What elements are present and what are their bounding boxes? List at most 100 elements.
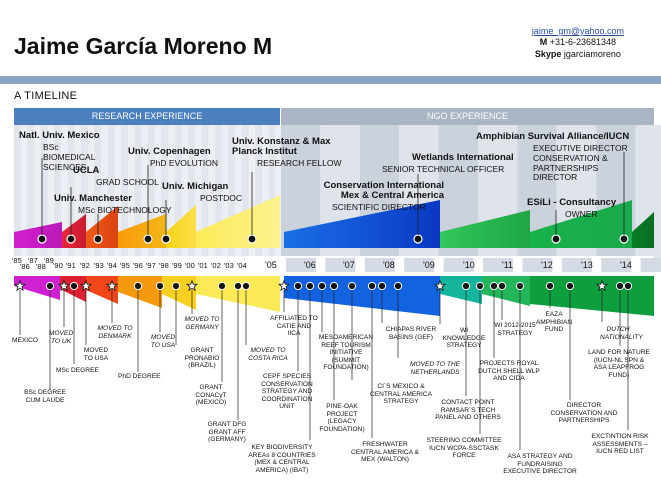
person-name: Jaime García Moreno M bbox=[14, 33, 273, 59]
background-stripe bbox=[107, 125, 115, 260]
year-92: '92 bbox=[80, 261, 90, 270]
milestone-marker bbox=[93, 234, 103, 244]
event-label: CEPF SPECIES CONSERVATION STRATEGY AND C… bbox=[261, 373, 313, 411]
timeline-title: A TIMELINE bbox=[14, 90, 78, 102]
event-label: DUTCH NATIONALITY bbox=[600, 326, 643, 341]
event-marker bbox=[317, 281, 327, 291]
ngo-section-header: NGO EXPERIENCE bbox=[281, 108, 654, 125]
year-12: '12 bbox=[541, 260, 553, 270]
institution-role: SENIOR TECHNICAL OFFICER bbox=[382, 163, 505, 174]
year-04: '04 bbox=[237, 261, 247, 270]
institution-role: MSc BIOTECHNOLOGY bbox=[78, 204, 172, 215]
year-05: '05 bbox=[265, 260, 277, 270]
background-stripe bbox=[188, 125, 195, 260]
event-label: MOVED TO GERMANY bbox=[184, 316, 220, 331]
background-stripe bbox=[14, 125, 21, 260]
skype-line: Skype jgarciamoreno bbox=[532, 49, 624, 60]
year-01: '01 bbox=[198, 261, 208, 270]
event-label: STEERING COMMITTEE IUCN WCPA-SSCTASK FOR… bbox=[426, 437, 502, 460]
event-star-marker bbox=[186, 279, 198, 292]
skype-label: Skype bbox=[534, 48, 562, 59]
timeline-segment-top bbox=[118, 214, 166, 248]
event-label: WI 2012-2015 STRATEGY bbox=[494, 322, 536, 337]
event-label: PINE-OAK PROJECT (LEGACY FOUNDATION) bbox=[319, 403, 365, 433]
event-marker bbox=[217, 281, 227, 291]
background-stripe bbox=[54, 125, 61, 260]
institution-name: Conservation International Mex & Central… bbox=[323, 180, 444, 201]
phone-label: M bbox=[539, 37, 548, 48]
timeline-segment-bottom bbox=[118, 276, 162, 308]
event-label: KEY BIODIVERSITY AREAs 8 COUNTRIES (MEX … bbox=[248, 444, 316, 474]
event-star-marker bbox=[14, 279, 26, 292]
event-marker bbox=[347, 281, 357, 291]
event-star-marker bbox=[80, 279, 92, 292]
institution-name: Univ. Manchester bbox=[54, 193, 132, 204]
event-label: ASA STRATEGY AND FUNDRAISING EXECUTIVE D… bbox=[503, 453, 577, 476]
institution-role: GRAD SCHOOL bbox=[96, 176, 159, 187]
event-marker bbox=[367, 281, 377, 291]
event-label: CI´S MEXICO & CENTRAL AMERICA STRATEGY bbox=[369, 383, 433, 406]
institution-role: SCIENTIFIC DIRECTOR bbox=[332, 201, 426, 212]
year-03: '03 bbox=[224, 261, 234, 270]
event-label: DIRECTOR CONSERVATION AND PARTNERSHIPS bbox=[550, 402, 618, 425]
event-label: EAZA AMPHIBIAN FUND bbox=[535, 311, 573, 334]
background-stripe bbox=[27, 125, 35, 260]
event-marker bbox=[329, 281, 339, 291]
event-marker bbox=[393, 281, 403, 291]
timeline-segment-bottom bbox=[14, 276, 60, 300]
background-stripe bbox=[94, 125, 102, 260]
institution-amphibian-survival-alliance: Amphibian Survival Alliance/IUCN EXECUTI… bbox=[476, 132, 633, 183]
event-marker bbox=[377, 281, 387, 291]
institution-role: EXECUTIVE DIRECTOR CONSERVATION & PARTNE… bbox=[533, 142, 628, 183]
background-stripe bbox=[268, 125, 276, 260]
milestone-marker bbox=[551, 234, 561, 244]
year-94: '94 bbox=[107, 261, 117, 270]
milestone-marker bbox=[247, 234, 257, 244]
event-label: GRANT CONACyT (MEXICO) bbox=[195, 384, 227, 407]
year-91: '91 bbox=[66, 261, 76, 270]
year-07: '07 bbox=[343, 260, 355, 270]
event-marker bbox=[241, 281, 251, 291]
year-86: '86 bbox=[20, 262, 30, 271]
year-87: '87 bbox=[28, 256, 38, 265]
phone-line: M +31-6-23681348 bbox=[532, 37, 624, 48]
institution-univ-michigan: Univ. Michigan POSTDOC bbox=[162, 182, 242, 203]
background-stripe bbox=[228, 125, 236, 260]
event-marker bbox=[461, 281, 471, 291]
institution-univ-copenhagen: Univ. Copenhagen PhD EVOLUTION bbox=[128, 147, 218, 168]
year-97: '97 bbox=[146, 261, 156, 270]
year-96: '96 bbox=[133, 261, 143, 270]
year-89: '89 bbox=[44, 256, 54, 265]
event-marker bbox=[545, 281, 555, 291]
milestone-marker bbox=[66, 234, 76, 244]
year-08: '08 bbox=[383, 260, 395, 270]
institution-esili-consultancy: ESiLi - Consultancy OWNER bbox=[527, 198, 616, 219]
milestone-marker bbox=[413, 234, 423, 244]
institution-name: Univ. Konstanz & Max Planck Institut bbox=[232, 136, 331, 157]
timeline-segment-bottom bbox=[440, 276, 482, 304]
institution-wetlands-international: Wetlands International SENIOR TECHNICAL … bbox=[382, 152, 514, 174]
event-label: AFFILIATED TO CATIE AND IICA bbox=[270, 315, 318, 338]
event-label: WI KNOWLEDGE STRATEGY bbox=[442, 327, 486, 350]
institution-name: Wetlands International bbox=[412, 152, 514, 163]
event-label: MOVED TO USA bbox=[83, 347, 109, 362]
timeline-segment-bottom bbox=[482, 276, 530, 306]
background-stripe bbox=[148, 125, 155, 260]
event-marker bbox=[233, 281, 243, 291]
background-stripe bbox=[174, 125, 182, 260]
event-marker bbox=[515, 281, 525, 291]
year-93: '93 bbox=[94, 261, 104, 270]
year-cell bbox=[404, 258, 435, 272]
email-link[interactable]: jaime_gm@yahoo.com bbox=[531, 26, 624, 36]
event-star-marker bbox=[434, 279, 446, 292]
event-label: CHIAPAS RIVER BASINS (GEF) bbox=[385, 326, 437, 341]
year-95: '95 bbox=[120, 261, 130, 270]
year-11: '11 bbox=[502, 260, 514, 270]
event-label: MOVED TO USA bbox=[150, 334, 176, 349]
event-label: FRESHWATER CENTRAL AMERICA & MEX (WALTON… bbox=[351, 441, 419, 464]
contact-block: jaime_gm@yahoo.com M +31-6-23681348 Skyp… bbox=[532, 26, 624, 60]
year-cell bbox=[286, 258, 316, 272]
timeline-segment-bottom bbox=[162, 276, 196, 310]
event-label: MOVED TO COSTA RICA bbox=[248, 347, 288, 362]
